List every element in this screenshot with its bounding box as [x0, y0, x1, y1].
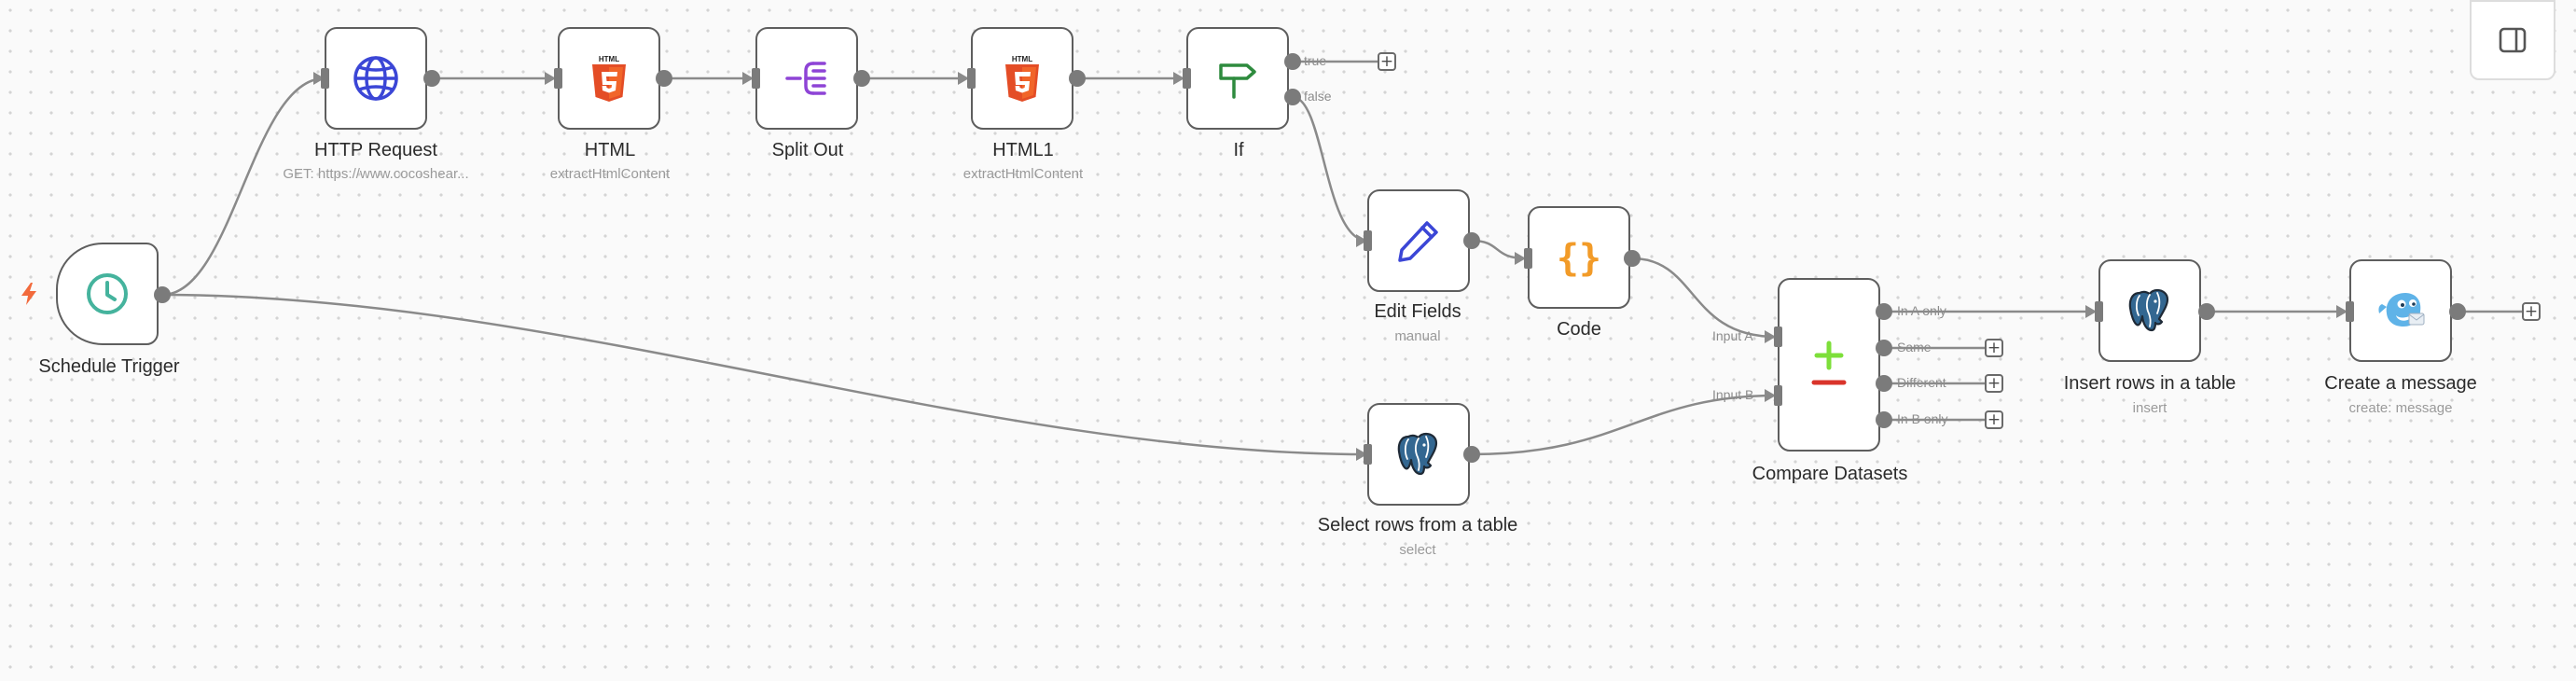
html5-icon: HTML [592, 55, 626, 102]
plus-minus-icon [1811, 340, 1847, 385]
edge-if-false-to-edit-fields [1292, 95, 1368, 243]
signpost-icon [1219, 63, 1256, 99]
edge-schedule-to-select-rows [161, 293, 1368, 456]
node-subtitle: manual [1394, 328, 1441, 344]
node-label: HTML [584, 140, 636, 160]
output-handle[interactable] [1463, 446, 1480, 463]
node-subtitle: create: message [2348, 400, 2453, 416]
svg-text:HTML: HTML [599, 55, 619, 63]
node-select-rows[interactable] [1367, 403, 1470, 506]
edge-code-to-compare-a [1631, 257, 1777, 339]
input-port[interactable] [967, 68, 976, 89]
node-label: Split Out [771, 140, 844, 160]
edge-schedule-to-http [161, 76, 325, 297]
input-port[interactable] [1364, 230, 1372, 251]
output-handle-false[interactable] [1284, 89, 1301, 105]
output-handle-different[interactable] [1876, 375, 1892, 392]
output-label-a-only: In A only [1897, 303, 1946, 318]
output-label-different: Different [1897, 375, 1946, 390]
node-http-request[interactable] [325, 27, 427, 130]
input-port[interactable] [1183, 68, 1191, 89]
output-handle[interactable] [1624, 250, 1641, 267]
node-label: HTTP Request [314, 140, 437, 160]
output-handle[interactable] [2198, 303, 2215, 320]
node-label: Schedule Trigger [38, 356, 180, 377]
node-create-message[interactable] [2349, 259, 2452, 362]
node-subtitle: insert [2132, 400, 2167, 416]
input-port-a[interactable] [1774, 327, 1782, 347]
output-handle-a-only[interactable] [1876, 303, 1892, 320]
braces-icon: {} [1557, 237, 1601, 280]
output-handle[interactable] [1463, 232, 1480, 249]
input-port[interactable] [1524, 248, 1532, 269]
node-if[interactable] [1186, 27, 1289, 130]
pencil-icon [1398, 221, 1438, 262]
output-label-b-only: In B only [1897, 411, 1948, 426]
edge-select-rows-to-compare-b [1471, 394, 1777, 456]
node-label: HTML1 [992, 140, 1054, 160]
node-code[interactable]: {} [1528, 206, 1630, 309]
output-handle[interactable] [154, 286, 171, 303]
node-label: Select rows from a table [1317, 515, 1518, 535]
node-subtitle: extractHtmlContent [963, 166, 1084, 182]
node-insert-rows[interactable] [2098, 259, 2201, 362]
output-handle[interactable] [1069, 70, 1086, 87]
output-handle[interactable] [656, 70, 672, 87]
add-node-button[interactable]: + [1985, 339, 2003, 357]
bot-icon [2378, 293, 2425, 327]
input-port-b[interactable] [1774, 385, 1782, 406]
postgres-icon [1397, 432, 1438, 476]
output-handle-same[interactable] [1876, 340, 1892, 356]
output-handle[interactable] [2449, 303, 2466, 320]
split-out-icon [785, 62, 826, 95]
svg-text:{}: {} [1557, 237, 1601, 280]
node-label: Compare Datasets [1752, 464, 1908, 484]
postgres-icon [2128, 288, 2169, 332]
output-handle[interactable] [853, 70, 870, 87]
input-port[interactable] [2346, 301, 2354, 322]
output-label-true: true [1304, 53, 1327, 68]
output-label-false: false [1304, 89, 1332, 104]
svg-text:HTML: HTML [1012, 55, 1032, 63]
output-handle-true[interactable] [1284, 53, 1301, 70]
node-html1[interactable]: HTML [971, 27, 1073, 130]
input-label-b: Input B [1712, 387, 1754, 402]
output-label-same: Same [1897, 340, 1932, 354]
node-label: Edit Fields [1374, 301, 1461, 322]
add-node-button[interactable]: + [1985, 410, 2003, 429]
node-compare-datasets[interactable] [1778, 278, 1880, 452]
node-subtitle: select [1399, 542, 1436, 558]
node-label: Create a message [2324, 373, 2477, 394]
add-node-button[interactable]: + [2522, 302, 2541, 321]
input-port[interactable] [1364, 444, 1372, 465]
node-subtitle: GET: https://www.cocoshear... [283, 166, 469, 182]
node-label: If [1233, 140, 1244, 160]
output-handle-b-only[interactable] [1876, 411, 1892, 428]
input-port[interactable] [752, 68, 760, 89]
input-port[interactable] [554, 68, 562, 89]
node-split-out[interactable] [755, 27, 858, 130]
globe-icon [353, 56, 398, 101]
input-port[interactable] [321, 68, 329, 89]
panel-toggle-button[interactable] [2470, 0, 2555, 80]
node-schedule-trigger[interactable] [56, 243, 159, 345]
node-label: Insert rows in a table [2063, 373, 2237, 394]
input-label-a: Input A [1712, 328, 1753, 343]
output-handle[interactable] [423, 70, 440, 87]
node-edit-fields[interactable] [1367, 189, 1470, 292]
node-subtitle: extractHtmlContent [549, 166, 671, 182]
bolt-icon [21, 283, 36, 305]
clock-icon [87, 273, 128, 314]
panel-toggle-icon [2499, 27, 2527, 53]
input-port[interactable] [2095, 301, 2103, 322]
html5-icon: HTML [1005, 55, 1039, 102]
add-node-button[interactable]: + [1378, 52, 1396, 71]
node-html[interactable]: HTML [558, 27, 660, 130]
add-node-button[interactable]: + [1985, 374, 2003, 393]
node-label: Code [1557, 319, 1601, 340]
